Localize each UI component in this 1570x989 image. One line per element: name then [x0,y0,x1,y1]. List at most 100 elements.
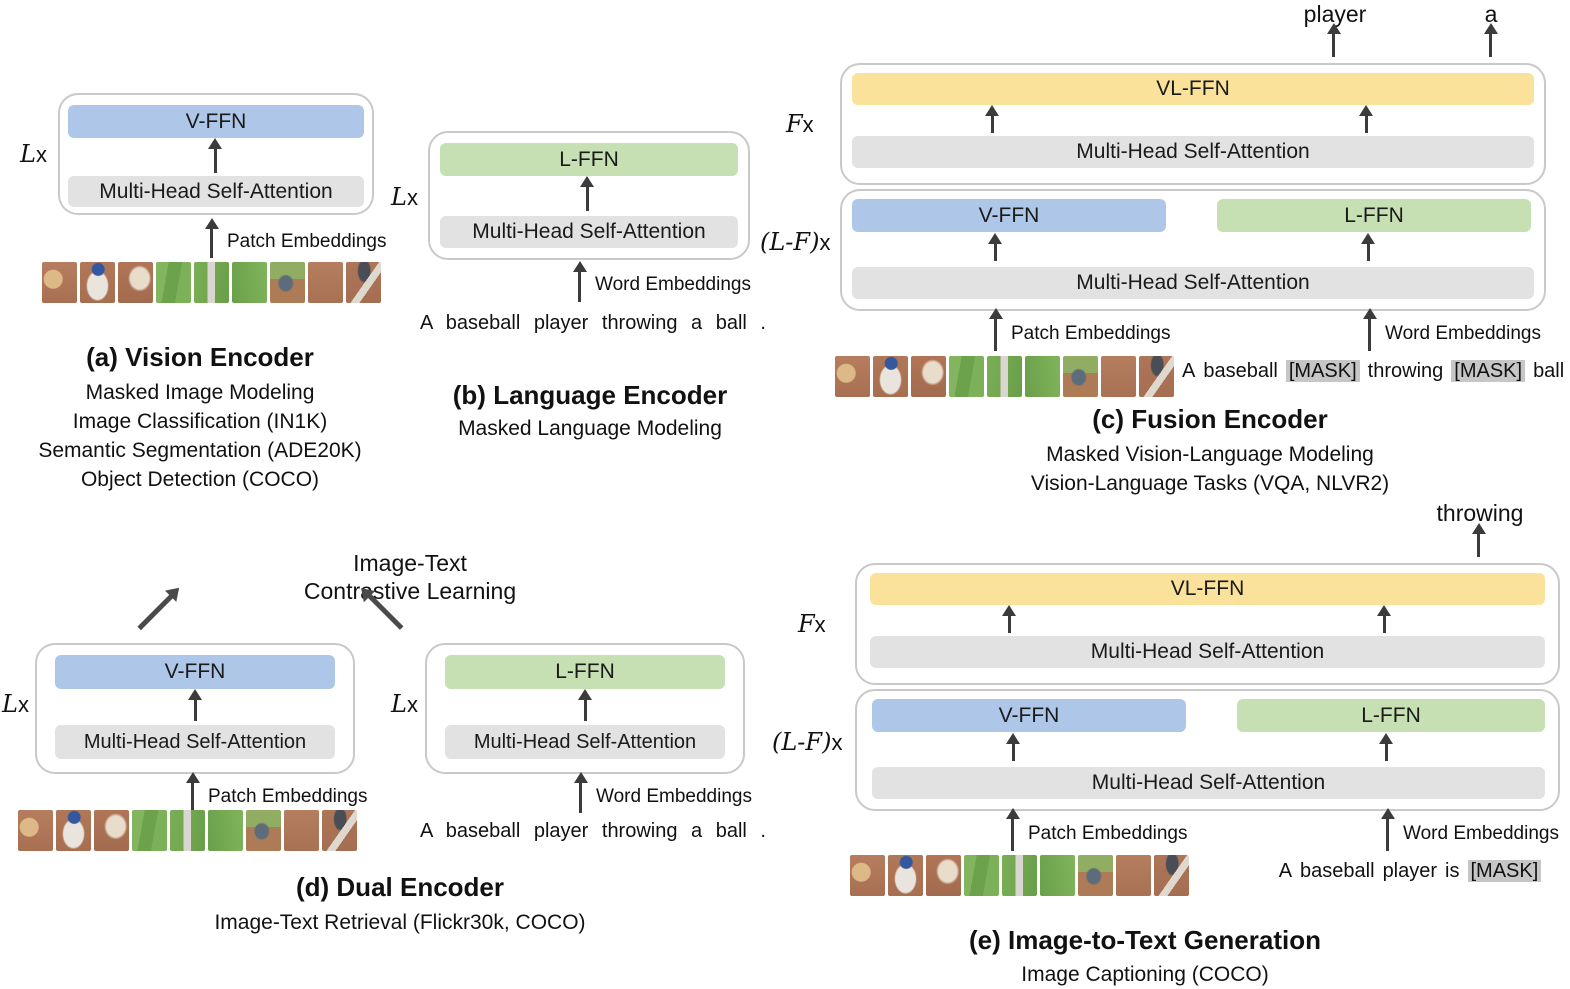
mhsa-label: Multi-Head Self-Attention [1076,271,1310,294]
l-ffn-box: L-FFN [445,655,725,689]
contrastive-objective-line: Image-Text [353,550,467,576]
input-sentence: A baseball player throwing a ball . [420,820,766,842]
word-token: baseball [1203,360,1278,382]
panel-task-list: Image Captioning (COCO) [955,960,1335,989]
word-token: throwing [1367,360,1444,382]
up-arrow-icon [584,699,587,721]
up-arrow-icon [1383,615,1386,633]
image-patch [1139,356,1174,397]
mask-token: [MASK] [1285,360,1360,382]
v-ffn-box: V-FFN [55,655,335,689]
image-patch [1063,356,1098,397]
image-patch [1078,855,1113,896]
patch-embeddings-label: Patch Embeddings [1028,823,1188,844]
image-patch [1116,855,1151,896]
vl-ffn-label: VL-FFN [1170,577,1245,600]
layer-multiplier: Fx [786,110,814,138]
image-patch-strip [18,810,357,851]
word-token: baseball [1300,860,1375,882]
v-ffn-label: V-FFN [998,703,1060,727]
l-ffn-label: L-FFN [555,660,615,683]
mhsa-box: Multi-Head Self-Attention [852,136,1534,168]
image-patch [18,810,53,851]
up-arrow-icon [1008,615,1011,633]
mhsa-box: Multi-Head Self-Attention [852,267,1534,299]
up-arrow-icon [194,699,197,721]
panel-task-list: Masked Language Modeling [400,414,780,443]
layer-multiplier: Lx [391,183,418,211]
mhsa-box: Multi-Head Self-Attention [872,767,1545,799]
up-arrow-icon [1011,818,1014,851]
task-line: Image Captioning (COCO) [1021,963,1269,986]
mhsa-label: Multi-Head Self-Attention [1076,140,1310,163]
image-patch [80,262,115,303]
up-arrow-icon [1386,818,1389,851]
up-arrow-icon [1385,743,1388,761]
v-ffn-box: V-FFN [872,699,1186,732]
up-arrow-icon [991,115,994,133]
image-patch [1025,356,1060,397]
task-line: Masked Language Modeling [458,417,722,440]
word-token: ball [1533,360,1565,382]
v-ffn-label: V-FFN [185,109,247,133]
up-arrow-icon [1367,243,1370,261]
up-arrow-icon [994,243,997,261]
up-arrow-icon [586,186,589,211]
image-patch [322,810,357,851]
vl-ffn-label: VL-FFN [1156,77,1230,100]
image-patch [56,810,91,851]
layer-multiplier: Lx [391,690,418,718]
l-ffn-box: L-FFN [1237,699,1545,732]
image-patch-strip [42,262,381,303]
v-ffn-label: V-FFN [978,203,1040,227]
mhsa-label: Multi-Head Self-Attention [1090,640,1325,663]
word-embeddings-label: Word Embeddings [1385,323,1541,344]
up-arrow-icon [578,271,581,302]
panel-caption: (e) Image-to-Text Generation [968,925,1321,955]
word-embeddings-label: Word Embeddings [1403,823,1559,844]
mask-token: [MASK] [1451,360,1526,382]
word-token: is [1445,860,1460,882]
panel-task-list: Masked Vision-Language Modeling Vision-L… [1010,440,1410,498]
image-patch [949,356,984,397]
image-patch [94,810,129,851]
vl-ffn-box: VL-FFN [870,573,1545,605]
panel-task-list: Masked Image Modeling Image Classificati… [10,378,390,494]
mhsa-box: Multi-Head Self-Attention [440,216,738,248]
image-patch [118,262,153,303]
image-patch [132,810,167,851]
layer-multiplier: Lx [20,140,47,168]
word-embeddings-label: Word Embeddings [596,786,752,807]
mhsa-label: Multi-Head Self-Attention [473,730,697,753]
v-ffn-box: V-FFN [68,105,364,138]
mhsa-label: Multi-Head Self-Attention [83,730,307,753]
v-ffn-label: V-FFN [164,660,226,683]
mhsa-box: Multi-Head Self-Attention [445,725,725,759]
image-patch [232,262,267,303]
image-patch [964,855,999,896]
layer-multiplier: (L-F)x [772,728,843,756]
l-ffn-label: L-FFN [1344,203,1404,227]
panel-caption: (a) Vision Encoder [86,342,314,372]
image-patch [1101,356,1136,397]
image-patch [208,810,243,851]
image-patch [926,855,961,896]
l-ffn-box: L-FFN [1217,199,1531,232]
l-ffn-box: L-FFN [440,143,738,176]
image-patch [170,810,205,851]
image-patch [1002,855,1037,896]
up-arrow-icon [579,782,582,813]
image-patch [42,262,77,303]
image-patch [850,855,885,896]
up-arrow-icon [191,782,194,813]
mhsa-box: Multi-Head Self-Attention [68,176,364,207]
image-patch [246,810,281,851]
layer-multiplier: Fx [798,610,826,638]
l-ffn-label: L-FFN [1361,703,1421,727]
image-patch [1154,855,1189,896]
patch-embeddings-label: Patch Embeddings [1011,323,1171,344]
up-arrow-icon [210,228,213,258]
word-token: A [1278,860,1293,882]
task-line: Object Detection (COCO) [80,468,320,491]
